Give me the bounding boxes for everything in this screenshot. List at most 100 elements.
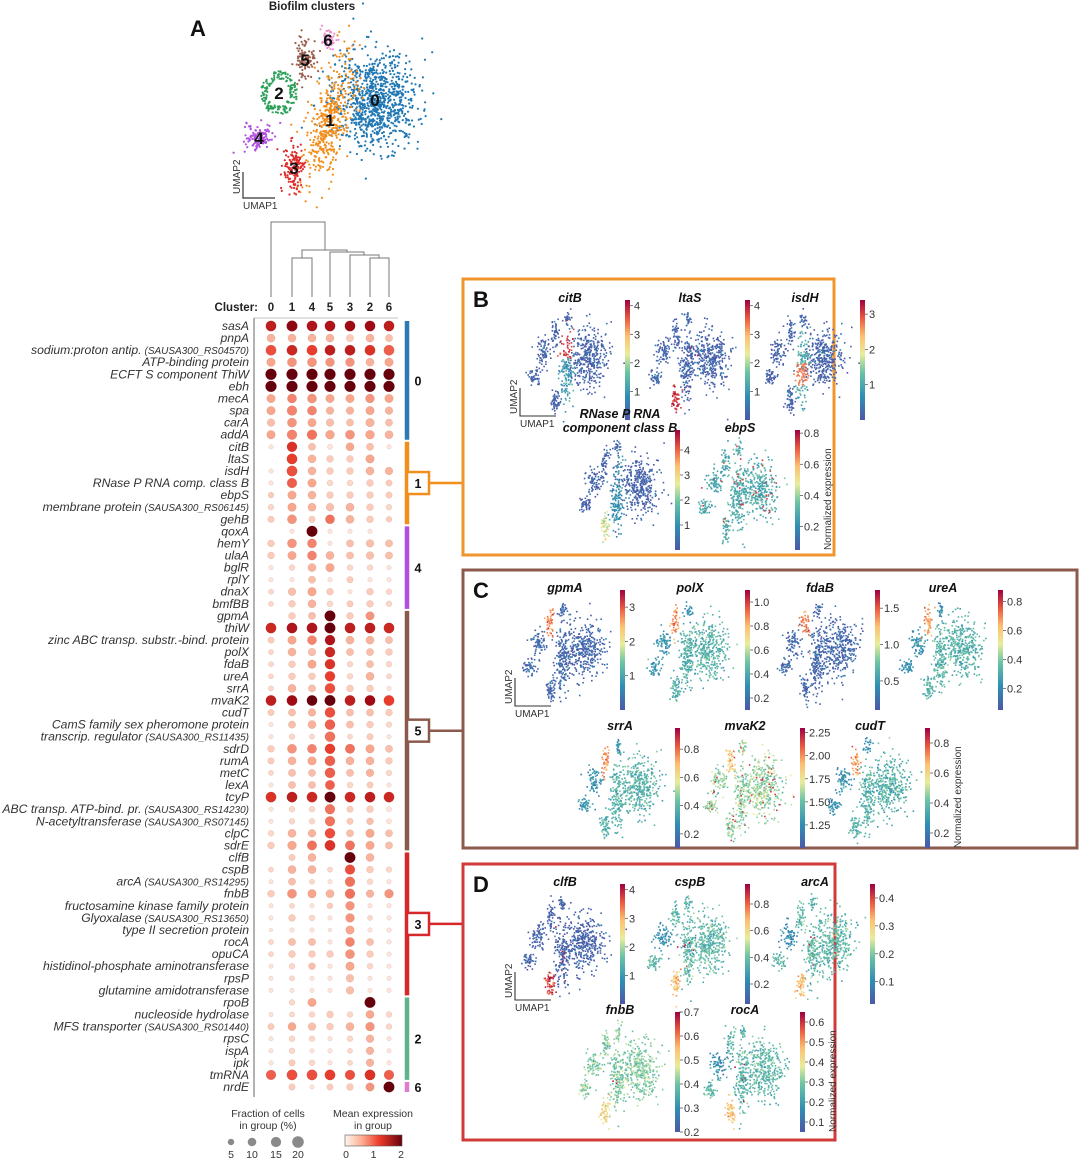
umap-cell	[594, 338, 597, 341]
umap-cell	[566, 391, 569, 393]
umap-cell	[582, 388, 585, 390]
umap-cell	[564, 411, 567, 413]
umap-point	[362, 130, 365, 133]
dot-ECFT-S-component-ThiW-c1	[286, 368, 298, 381]
dot-clpC-c1	[287, 829, 297, 838]
umap-point	[288, 78, 291, 81]
umap-cell	[691, 379, 694, 381]
umap-cell	[813, 353, 816, 356]
umap-cell	[577, 345, 579, 347]
colorbar-tick-label: 4	[754, 301, 760, 313]
umap-cell	[546, 347, 548, 349]
umap-point	[377, 140, 380, 143]
umap-point	[308, 185, 311, 188]
umap-cell	[708, 384, 711, 387]
umap-cell	[567, 313, 570, 315]
dot-ebh-c2	[364, 380, 376, 393]
umap-cell	[706, 382, 709, 384]
color-legend-bar	[344, 1134, 403, 1147]
umap-cell	[598, 366, 600, 369]
umap-point	[417, 118, 420, 121]
umap-cell	[720, 350, 722, 352]
umap-point	[372, 143, 375, 147]
umap-point	[392, 129, 395, 132]
umap-point	[352, 114, 356, 117]
dot-rplY-c1	[289, 577, 295, 583]
umap-cell	[707, 334, 710, 337]
umap-cell	[565, 380, 567, 382]
umap-point	[351, 73, 354, 76]
dot-ATP-binding-protein-c0	[266, 357, 276, 367]
umap-cell	[586, 325, 589, 327]
umap-point	[399, 101, 402, 104]
dot-ATP-binding-protein-c3	[345, 357, 355, 367]
umap-point	[387, 124, 390, 127]
umap-cell	[705, 339, 708, 341]
umap-cell	[698, 368, 701, 370]
dot-polX-c3	[346, 648, 354, 656]
umap-cell	[623, 499, 626, 502]
umap-cell	[567, 347, 569, 350]
umap-cell	[674, 326, 677, 329]
umap-point	[421, 76, 424, 79]
umap-cell	[540, 349, 543, 351]
dot-pnpA-c1	[287, 333, 297, 343]
dot-bmfBB-c0	[268, 600, 274, 607]
umap-point	[308, 151, 311, 154]
umap-point	[372, 78, 375, 82]
umap-cell	[803, 320, 805, 322]
dot-opuCA-c3	[345, 949, 355, 959]
umap-cell	[828, 380, 830, 382]
dot-addA-c1	[286, 429, 298, 440]
umap-point	[374, 114, 377, 117]
umap-cell	[590, 346, 593, 349]
dot-rplY-c5	[327, 577, 333, 583]
umap-point	[307, 100, 310, 103]
umap-point	[370, 125, 373, 128]
umap-cell	[674, 339, 676, 342]
gene-name: membrane protein	[43, 500, 142, 514]
umap-cluster-label: 3	[289, 159, 298, 178]
umap-cell	[568, 351, 570, 353]
colorbar-tick-label: 2	[869, 344, 875, 356]
dot-gpmA-c5	[324, 610, 336, 622]
dot-qoxA-c4	[306, 525, 318, 537]
umap-point	[354, 97, 357, 100]
umap-cell	[588, 378, 591, 380]
umap-point	[391, 69, 394, 72]
umap-point	[355, 88, 358, 91]
umap-cell	[697, 347, 699, 350]
dot-bmfBB-c2	[366, 600, 374, 608]
umap-cell	[774, 346, 776, 348]
umap-cell	[593, 346, 596, 349]
dot-ECFT-S-component-ThiW-c4	[306, 368, 318, 381]
dot-MFS-transporter-c6	[385, 1023, 393, 1030]
umap-cell	[838, 396, 841, 399]
umap-cell	[676, 322, 678, 325]
umap-point	[389, 99, 392, 102]
umap-cell	[584, 336, 587, 338]
umap-cell	[565, 354, 567, 357]
umap-cell	[821, 358, 824, 360]
dot-gpmA-c4	[308, 612, 316, 620]
umap-cell	[825, 377, 828, 379]
umap-cell	[786, 398, 789, 400]
dot-CamS-family-sex-pheromone-protein-c0	[268, 722, 274, 728]
umap-point	[312, 117, 315, 120]
umap-point	[383, 76, 386, 79]
umap-point	[391, 60, 394, 63]
umap-cell	[553, 331, 556, 334]
umap-cell	[721, 376, 723, 378]
umap-cell	[718, 349, 720, 352]
umap-point	[375, 58, 378, 61]
dot-transcrip-regulator-c5	[324, 731, 336, 743]
umap-cell	[561, 380, 563, 382]
umap-point	[286, 73, 289, 76]
umap-point	[350, 97, 353, 101]
umap-cell	[688, 332, 691, 334]
umap-point	[371, 118, 374, 121]
umap-cell	[800, 344, 802, 346]
dot-mecA-c5	[325, 394, 335, 403]
umap-point	[319, 166, 322, 170]
umap-cell	[585, 373, 588, 376]
